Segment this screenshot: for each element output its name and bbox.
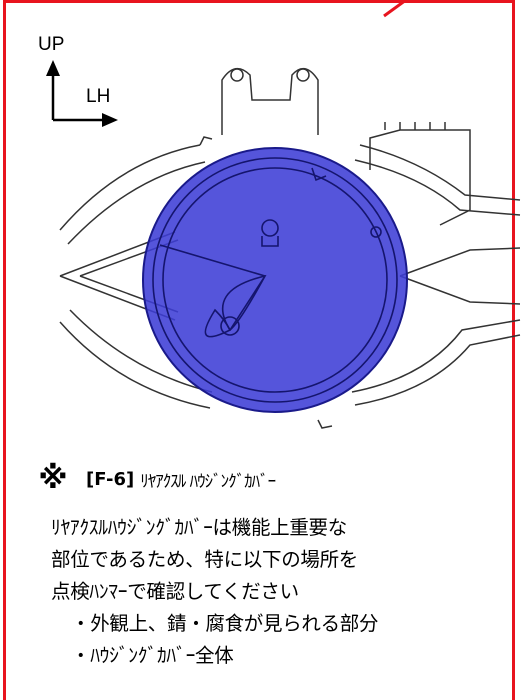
rear-axle-housing-drawing (46, 0, 521, 429)
bullet-item: ・ﾊｳｼﾞﾝｸﾞｶﾊﾞｰ全体 (71, 644, 234, 667)
instruction-text: ﾘﾔｱｸｽﾙﾊｳｼﾞﾝｸﾞｶﾊﾞｰは機能上重要な 部位であるため、特に以下の場所… (51, 512, 501, 672)
section-code: [F-6] (86, 468, 135, 490)
leader-line (383, 0, 407, 18)
reference-mark: ※ (38, 461, 68, 496)
red-callout-frame (3, 0, 515, 700)
instruction-line: 点検ﾊﾝﾏｰで確認してください (51, 580, 299, 603)
bullet-item: ・外観上、錆・腐食が見られる部分 (71, 612, 379, 635)
instruction-line: ﾘﾔｱｸｽﾙﾊｳｼﾞﾝｸﾞｶﾊﾞｰは機能上重要な (51, 516, 347, 539)
section-title: ﾘﾔｱｸｽﾙ ﾊｳｼﾞﾝｸﾞｶﾊﾞｰ (140, 471, 276, 492)
cover-details (152, 157, 398, 403)
up-label: UP (38, 34, 65, 55)
orientation-arrows (46, 60, 118, 127)
lh-label: LH (86, 86, 111, 107)
instruction-line: 部位であるため、特に以下の場所を (51, 548, 359, 571)
section-heading: ※ [F-6] ﾘﾔｱｸｽﾙ ﾊｳｼﾞﾝｸﾞｶﾊﾞｰ (36, 461, 276, 497)
housing-cover-highlight (142, 147, 408, 413)
